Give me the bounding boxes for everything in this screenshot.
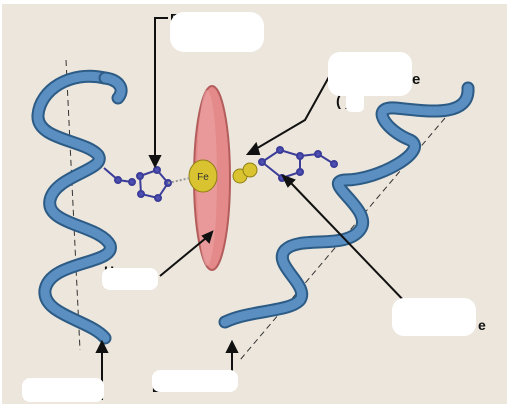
f-helix-ribbon [31,69,128,345]
iron-atom: Fe [188,159,218,193]
f-helix-label: F [22,378,104,402]
diagram-background [2,4,507,404]
distal-his-arrow [289,181,409,306]
heme-arrow [159,237,207,277]
proximal-histidine [103,166,191,202]
iron-label: Fe [197,172,209,183]
heme-disc [193,85,231,271]
e-helix-ribbon [218,81,475,329]
svg-text:e: e [412,71,420,88]
distal-histidine-label: e [392,298,486,336]
proximal-label: P [170,11,264,52]
distal-arrow [253,74,331,151]
proximal-arrow [154,17,168,158]
e-helix-label: E Helix [152,370,238,395]
heme-label: H [102,263,158,290]
svg-text:e: e [478,317,486,333]
distal-label: e ( ) [328,52,420,112]
oxygen-molecule [232,162,258,184]
f-helix-axis [65,59,81,351]
